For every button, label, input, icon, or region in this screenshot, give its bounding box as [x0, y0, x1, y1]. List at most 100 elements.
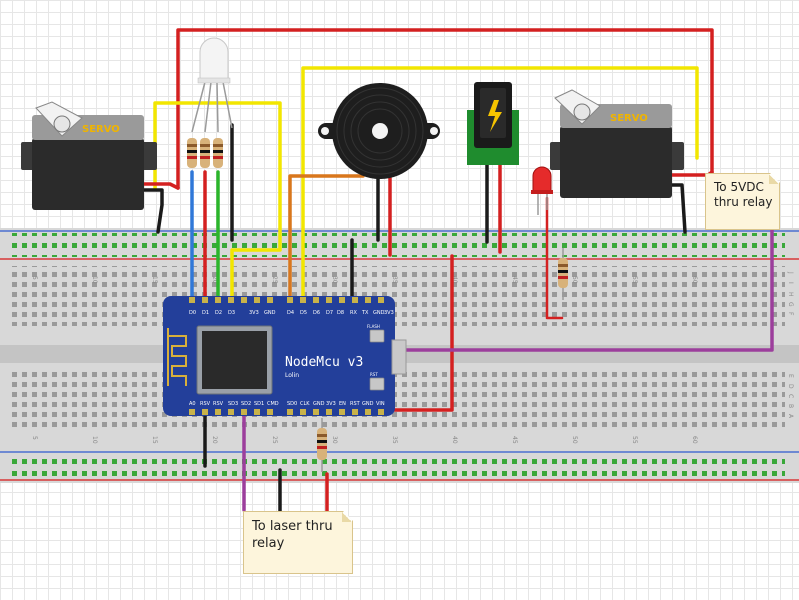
- col-num: 55: [631, 436, 638, 444]
- col-num: 20: [211, 436, 218, 444]
- pin-label: A0: [189, 401, 196, 407]
- pin-label: EN: [339, 401, 346, 407]
- power-rail-bottom: [0, 451, 799, 481]
- note-5vdc-relay: To 5VDC thru relay: [705, 173, 780, 230]
- servo-right: SERVO: [550, 89, 684, 198]
- lightning-icon: [488, 100, 502, 132]
- resistor: [213, 138, 223, 168]
- resistor: [187, 138, 197, 168]
- reset-button[interactable]: [369, 377, 385, 391]
- pin-label: D4: [287, 310, 294, 316]
- note-line: To 5VDC: [714, 180, 764, 194]
- pin-label: GND: [313, 401, 325, 407]
- note-laser-relay: To laser thru relay: [243, 511, 353, 574]
- dc-barrel-jack: [467, 82, 519, 165]
- wire-black-servo-left-gnd: [140, 188, 164, 234]
- col-num: 50: [571, 436, 578, 444]
- pin-label: RST: [350, 401, 361, 407]
- servo-left: SERVO: [21, 101, 157, 210]
- col-num: 55: [631, 276, 638, 284]
- column-numbers-bottom: 5 10 15 20 25 30 35 40 45 50 55 60: [31, 436, 698, 444]
- row-letter: J: [787, 271, 794, 274]
- pin-label: VIN: [376, 401, 385, 407]
- pin-label: 3V3: [249, 310, 259, 316]
- wire-red-power-loop: [176, 28, 714, 190]
- row-letter: B: [787, 404, 794, 408]
- wire-yellow-servo-right: [301, 66, 699, 300]
- pin-label: D6: [313, 310, 320, 316]
- col-num: 5: [31, 436, 38, 440]
- row-letter: C: [787, 394, 794, 398]
- header-top: [189, 297, 384, 303]
- row-letter: G: [787, 302, 794, 307]
- servo-left-label: SERVO: [82, 124, 120, 135]
- pin-label: GND: [373, 310, 385, 316]
- row-letter: D: [787, 384, 794, 389]
- column-numbers-top: 5 10 15 20 25 30 35 40 45 50 55 60: [31, 276, 698, 284]
- pin-label: D5: [300, 310, 307, 316]
- pin-label: GND: [264, 310, 276, 316]
- col-num: 25: [271, 276, 278, 284]
- wire-red-led-loop: [545, 196, 564, 320]
- wire-yellow-servo-left: [153, 101, 282, 300]
- col-num: 45: [511, 276, 518, 284]
- pin-label: D0: [189, 310, 196, 316]
- col-num: 15: [151, 436, 158, 444]
- col-num: 25: [271, 436, 278, 444]
- flash-button[interactable]: [369, 329, 385, 343]
- col-num: 60: [691, 436, 698, 444]
- pin-label: 3V3: [326, 401, 336, 407]
- col-num: 10: [91, 436, 98, 444]
- pin-label: 3V3: [384, 310, 394, 316]
- pin-label: SD2: [241, 401, 251, 407]
- resistor: [200, 138, 210, 168]
- board-name: NodeMcu v3: [285, 355, 363, 370]
- piezo-buzzer: [318, 83, 440, 179]
- pin-label: CMD: [267, 401, 279, 407]
- pin-label: D2: [215, 310, 222, 316]
- col-num: 45: [511, 436, 518, 444]
- pin-label: D7: [326, 310, 333, 316]
- header-bottom: [189, 409, 384, 415]
- servo-right-label: SERVO: [610, 113, 648, 124]
- note-line: thru relay: [714, 195, 773, 209]
- esp-module-shield: [202, 331, 267, 389]
- row-letter: A: [787, 414, 794, 419]
- col-num: 30: [331, 436, 338, 444]
- col-num: 35: [391, 436, 398, 444]
- led-resistors: [187, 138, 223, 168]
- pin-label: CLK: [300, 401, 310, 407]
- antenna-trace: [167, 328, 187, 386]
- pin-label: TX: [361, 310, 369, 316]
- col-num: 40: [451, 436, 458, 444]
- col-num: 30: [331, 276, 338, 284]
- col-num: 15: [151, 276, 158, 284]
- pin-label: SD1: [254, 401, 264, 407]
- wire-red-servo-left-vcc: [140, 182, 180, 190]
- col-num: 10: [91, 276, 98, 284]
- pin-labels-bottom: A0 RSV RSV SD3 SD2 SD1 CMD SD0 CLK GND 3…: [189, 401, 385, 407]
- note-line: To laser thru: [252, 519, 333, 534]
- board-vendor: Lolin: [285, 372, 299, 379]
- col-num: 35: [391, 276, 398, 284]
- pin-label: D1: [202, 310, 209, 316]
- wires: [140, 28, 774, 514]
- col-num: 50: [571, 276, 578, 284]
- col-num: 60: [691, 276, 698, 284]
- terminal-strip-bottom: [10, 368, 785, 428]
- resistor: [317, 418, 327, 472]
- wire-orange-buzzer: [288, 174, 365, 300]
- pin-label: GND: [362, 401, 374, 407]
- pin-label: RSV: [200, 401, 211, 407]
- row-letter: E: [787, 374, 794, 378]
- red-led: [531, 166, 553, 215]
- col-num: 20: [211, 276, 218, 284]
- pin-label: D3: [228, 310, 235, 316]
- pin-labels-top: D0 D1 D2 D3 D4 3V3 GND D5 D6 D7 D8 RX TX…: [189, 310, 394, 316]
- col-num: 40: [451, 276, 458, 284]
- pin-label: SD3: [228, 401, 238, 407]
- terminal-strip-top: [10, 266, 785, 326]
- rst-label: RST: [370, 372, 378, 377]
